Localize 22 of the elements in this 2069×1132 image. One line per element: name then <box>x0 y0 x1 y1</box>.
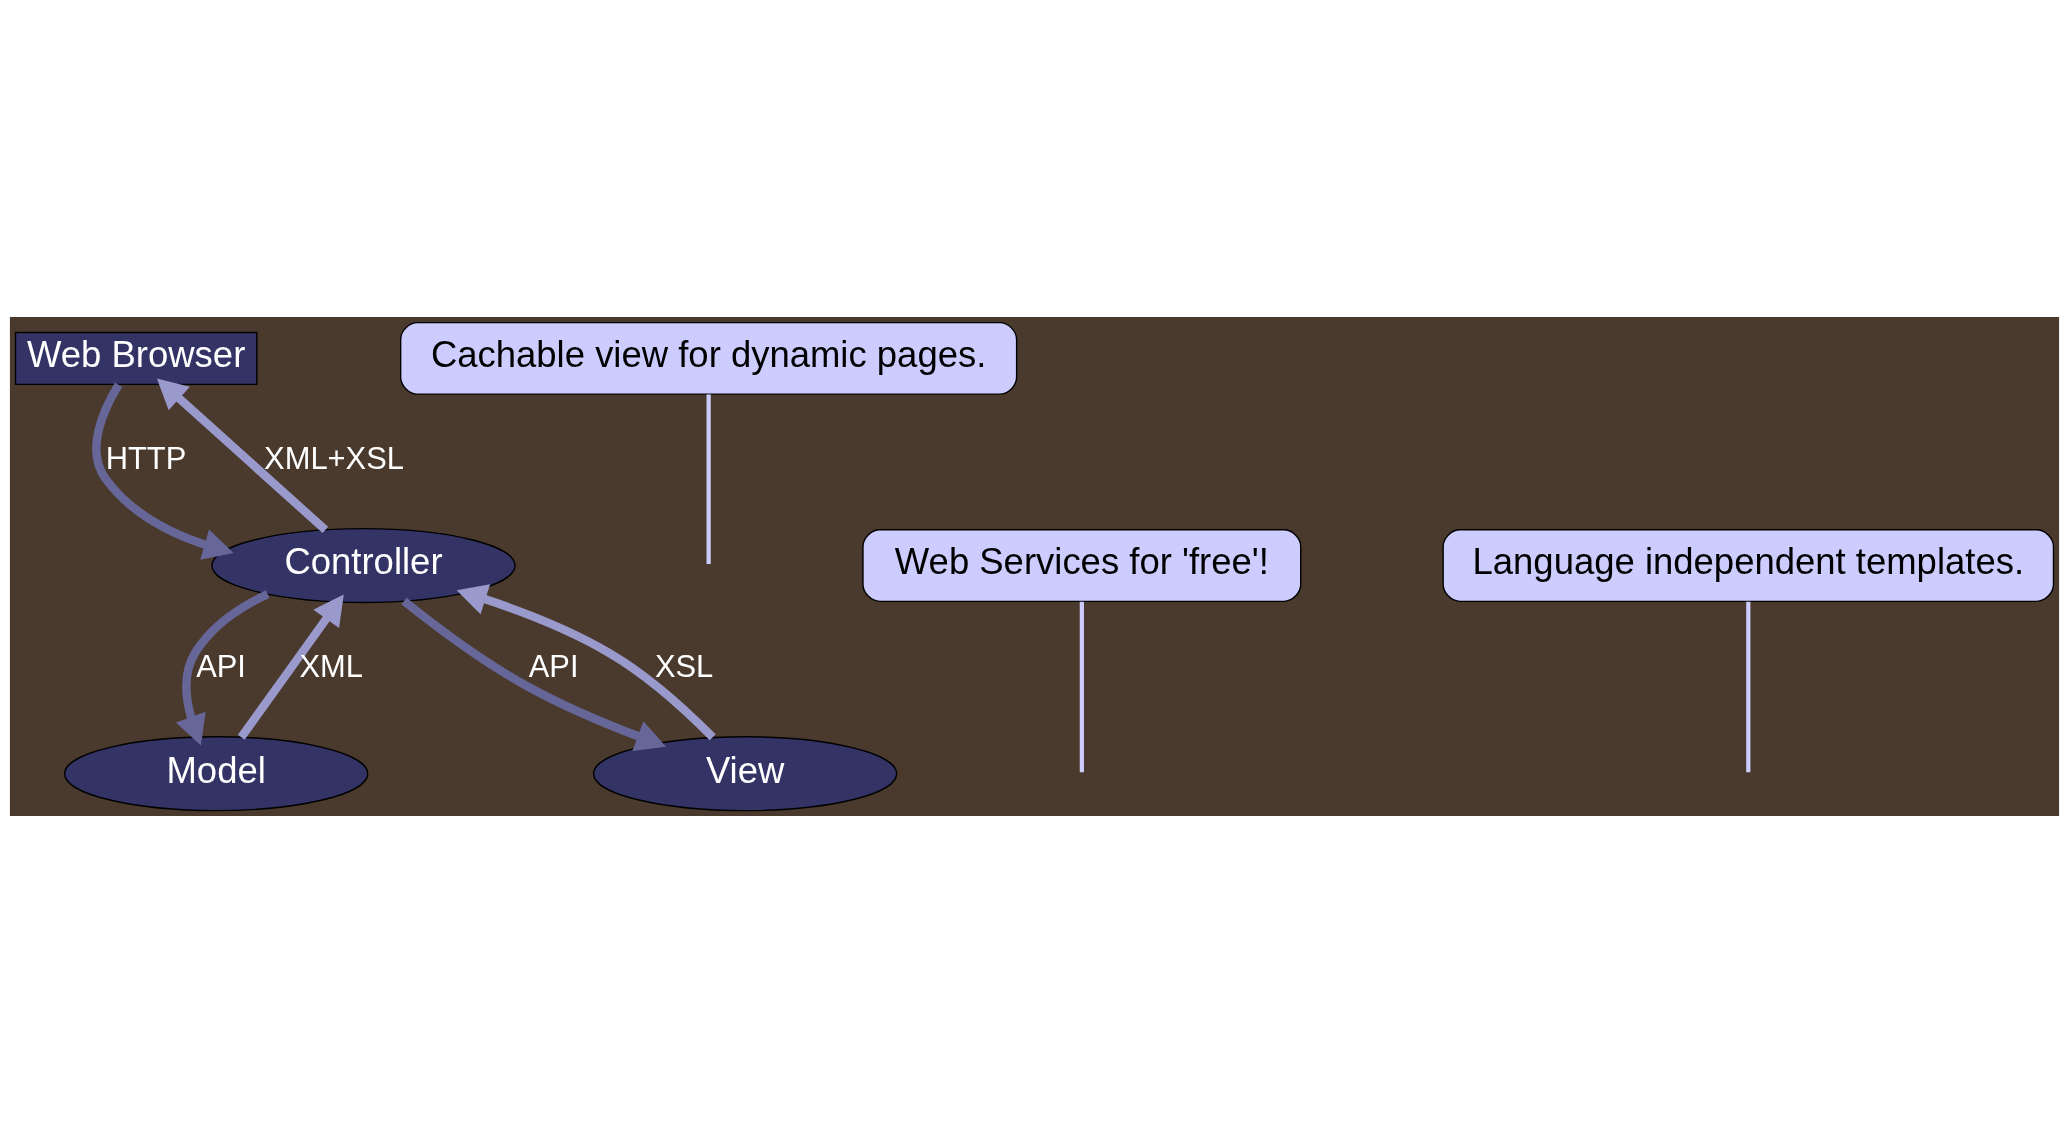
arrow <box>175 589 270 745</box>
edge-label: API <box>528 648 579 684</box>
connector <box>706 393 711 564</box>
connector <box>1079 601 1084 772</box>
edge-label: XML <box>299 648 363 684</box>
node-box: Web Browser <box>14 331 258 385</box>
connector <box>1746 601 1751 772</box>
edge-label: API <box>196 648 246 684</box>
arrow <box>456 583 716 740</box>
node-ellipse: View <box>592 735 898 811</box>
edge-label: HTTP <box>105 440 187 476</box>
arrow <box>92 382 234 560</box>
node-box: Web Services for 'free'! <box>862 528 1302 602</box>
edge-label: XSL <box>654 648 714 684</box>
edge-label: XML+XSL <box>264 440 404 476</box>
node-ellipse: Model <box>63 735 369 811</box>
arrow <box>237 593 344 740</box>
node-box: Language independent templates. <box>1442 528 2055 602</box>
arrow <box>156 377 329 533</box>
node-ellipse: Controller <box>211 527 516 603</box>
node-box: Cachable view for dynamic pages. <box>399 321 1018 395</box>
arrow <box>401 597 667 751</box>
